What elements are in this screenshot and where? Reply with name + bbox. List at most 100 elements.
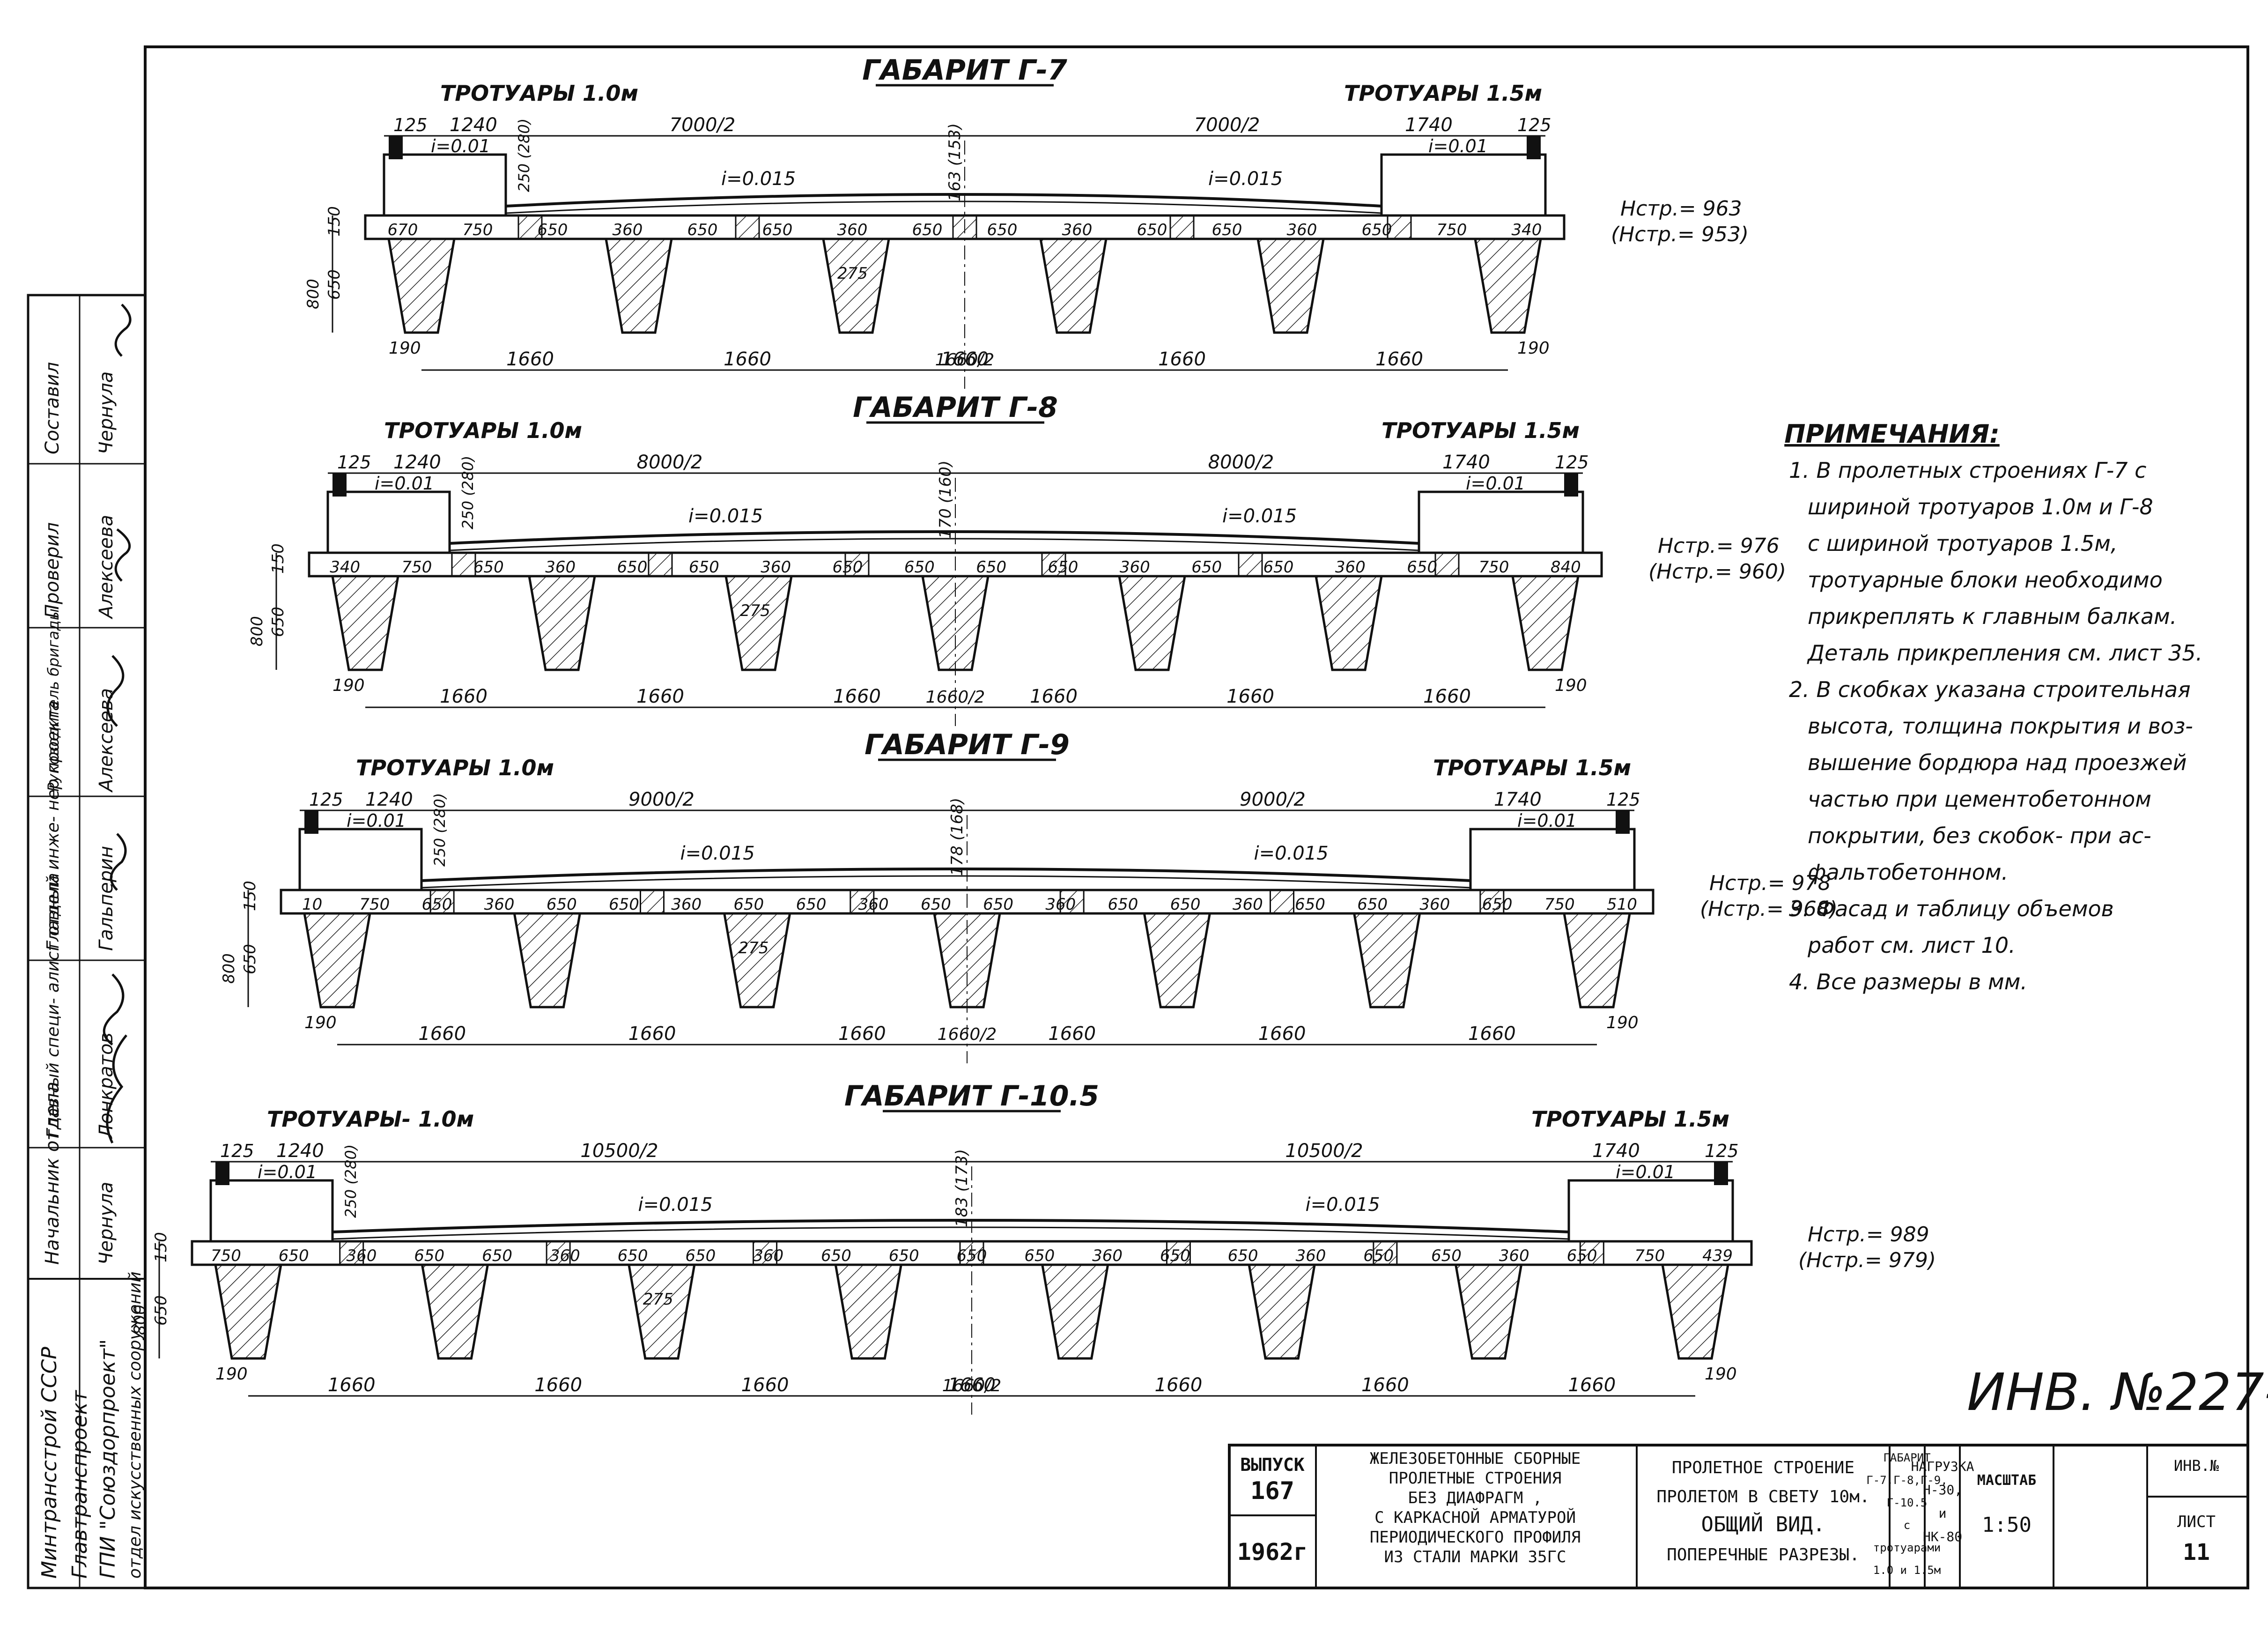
right-sidewalk-block	[1567, 1179, 1734, 1243]
main-beam	[1315, 575, 1383, 671]
role-specialist: Главный специ- алист отдела	[44, 873, 63, 1138]
slab-dim: 360	[1045, 895, 1076, 914]
load-line: Н-30,	[1923, 1482, 1962, 1498]
slab-height: 150	[152, 1232, 170, 1262]
slab-dim: 650	[1024, 1246, 1055, 1265]
half-width-right: 9000/2	[1240, 789, 1306, 810]
slab-dim: 439	[1702, 1246, 1733, 1265]
left-sidewalk-label: ТРОТУАРЫ 1.0м	[356, 755, 554, 780]
main-beam	[834, 1263, 903, 1360]
series-line: С КАРКАСНОЙ АРМАТУРОЙ	[1374, 1508, 1576, 1527]
slab-dim: 650	[1212, 221, 1242, 239]
main-beam	[528, 575, 596, 671]
crown-thickness: 170 (160)	[936, 460, 955, 539]
web-width-right: 190	[1517, 339, 1550, 358]
slab-dim: 650	[1191, 558, 1222, 577]
right-sidewalk-label: ТРОТУАРЫ 1.5м	[1344, 81, 1542, 106]
beam-gap-dim: 275	[643, 1290, 673, 1309]
beam-spacing: 1660	[1030, 686, 1078, 707]
joint	[1059, 889, 1085, 914]
slab-dim: 650	[279, 1246, 309, 1265]
slab-dim: 650	[1295, 895, 1325, 914]
joint	[1434, 552, 1460, 577]
joint	[850, 889, 875, 914]
slab-dim: 650	[957, 1246, 987, 1265]
web-width-left: 190	[304, 1013, 337, 1032]
slab-dim: 650	[689, 558, 719, 577]
slab-dim: 360	[1499, 1246, 1529, 1265]
note-line: 4. Все размеры в мм.	[1789, 969, 2027, 994]
walk-slope-right: i=0.01	[1466, 473, 1525, 494]
slab-dim: 750	[1437, 221, 1467, 239]
half-width-right: 8000/2	[1208, 452, 1274, 473]
road-slope-left: i=0.015	[638, 1194, 713, 1216]
gabarit-cell: ГАБАРИТГ-7,Г-8,Г-9,Г-10.5стротуарами1.0 …	[1866, 1451, 1947, 1577]
left-walk-width: 1240	[393, 452, 441, 473]
main-beam	[1352, 912, 1421, 1009]
scale-label: МАСШТАБ	[1977, 1472, 2036, 1489]
series-line: ПРОЛЕТНЫЕ СТРОЕНИЯ	[1389, 1469, 1561, 1488]
slab-dim: 650	[904, 558, 935, 577]
beam-spacing: 1660	[948, 1374, 996, 1396]
beam-spacing: 1660	[1468, 1023, 1516, 1045]
slab-height: 150	[325, 206, 344, 237]
main-beam	[822, 237, 890, 334]
slab-dim: 10	[302, 895, 322, 914]
section-title: ГАБАРИТ Г-10.5	[844, 1080, 1099, 1113]
slab-dim: 650	[1263, 558, 1294, 577]
note-line: прикреплять к главным балкам.	[1808, 604, 2177, 629]
slab-dim: 650	[1357, 895, 1388, 914]
beam-spacing: 1660	[838, 1023, 886, 1045]
slab-dim: 650	[733, 895, 764, 914]
slab-dim: 750	[463, 221, 493, 239]
beam-spacing: 1660	[1423, 686, 1471, 707]
series-line: ЖЕЛЕЗОБЕТОННЫЕ СБОРНЫЕ	[1370, 1449, 1581, 1468]
left-rail-post	[389, 136, 403, 159]
left-rail-post	[215, 1162, 229, 1185]
side-stamp: Минтрансстрой СССР Главтранспроект ГПИ "…	[27, 294, 147, 1589]
slab-dim: 360	[1233, 895, 1263, 914]
beam-spacing: 1660	[1258, 1023, 1306, 1045]
slab-dim: 650	[687, 221, 718, 239]
joint	[753, 1240, 778, 1266]
construction-height-alt: (Нстр.= 953)	[1611, 223, 1749, 246]
scale-value: 1:50	[1982, 1513, 2032, 1537]
right-sidewalk-block	[1380, 153, 1547, 217]
beam-spacing: 1660	[1158, 349, 1206, 370]
slab-dim: 360	[1335, 558, 1366, 577]
role-chief: Начальник отдела	[42, 1082, 63, 1265]
slab-dim: 650	[762, 221, 793, 239]
beam-spacing: 1660	[506, 349, 554, 370]
joint	[1166, 1240, 1191, 1266]
slab-dim: 650	[547, 895, 577, 914]
signature-drawn	[114, 304, 132, 357]
joint	[952, 215, 977, 240]
slab-dim: 650	[618, 1246, 648, 1265]
org-line-1: Минтрансстрой СССР	[37, 1347, 61, 1579]
right-rail-post	[1616, 810, 1630, 834]
slab-dim: 650	[1170, 895, 1201, 914]
right-sidewalk-block	[1418, 490, 1584, 554]
slab-dim: 360	[1120, 558, 1150, 577]
note-line: 3. Фасад и таблицу объемов	[1789, 896, 2114, 921]
right-walk-width: 1740	[1592, 1140, 1640, 1162]
total-height: 800	[220, 953, 238, 984]
main-beam	[214, 1263, 282, 1360]
left-sidewalk-label: ТРОТУАРЫ- 1.0м	[267, 1106, 474, 1132]
note-line: частью при цементобетонном	[1808, 786, 2151, 812]
main-beam	[723, 912, 791, 1009]
slab-dim: 360	[837, 221, 868, 239]
curb-dim-left: 125	[393, 115, 428, 135]
note-line: высота, толщина покрытия и воз-	[1808, 713, 2193, 739]
web-height: 650	[152, 1295, 170, 1326]
section-title: ГАБАРИТ Г-7	[862, 54, 1067, 87]
slab-dim: 360	[484, 895, 515, 914]
beam-spacing: 1660	[941, 349, 989, 370]
beam-spacing: 1660	[724, 349, 771, 370]
year: 1962г	[1237, 1538, 1308, 1565]
slab-dim: 360	[671, 895, 702, 914]
half-width-left: 9000/2	[628, 789, 694, 810]
joint	[517, 215, 543, 240]
beam-spacing: 1660	[741, 1374, 789, 1396]
